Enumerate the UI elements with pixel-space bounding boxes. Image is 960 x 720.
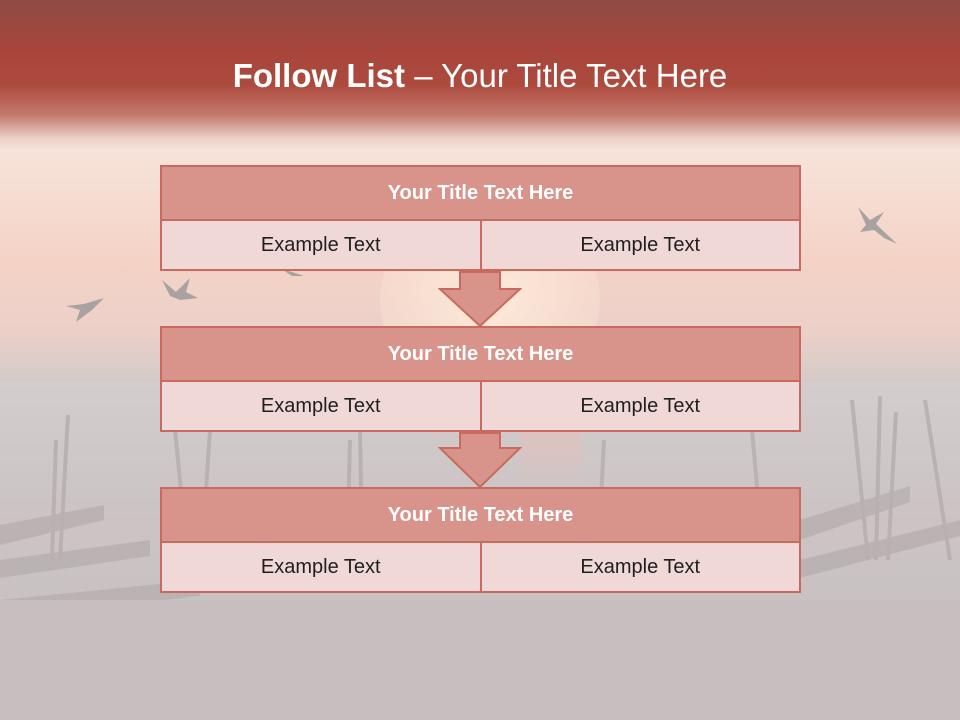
block-row: Example Text Example Text [160,221,801,271]
slide-title-rest: – Your Title Text Here [405,57,728,94]
block-row: Example Text Example Text [160,543,801,593]
list-block-1: Your Title Text Here Example Text Exampl… [160,165,801,271]
block-cell-right: Example Text [479,382,800,430]
title-banner [0,0,960,150]
down-arrow-icon [438,271,522,327]
block-cell-left: Example Text [260,394,381,417]
block-title: Your Title Text Here [160,326,801,382]
slide-title-bold: Follow List [232,57,406,94]
bird-icon [66,298,104,322]
block-cell-left: Example Text [260,233,381,256]
block-cell-right: Example Text [479,543,800,591]
block-cell-left: Example Text [260,555,381,578]
down-arrow-icon [438,432,522,488]
slide-title: Follow List – Your Title Text Here [0,52,960,100]
bird-icon [858,207,897,244]
block-row: Example Text Example Text [160,382,801,432]
block-cell-right: Example Text [479,221,800,269]
list-block-2: Your Title Text Here Example Text Exampl… [160,326,801,432]
list-block-3: Your Title Text Here Example Text Exampl… [160,487,801,593]
block-title: Your Title Text Here [160,165,801,221]
bird-icon [162,278,198,300]
block-title: Your Title Text Here [160,487,801,543]
